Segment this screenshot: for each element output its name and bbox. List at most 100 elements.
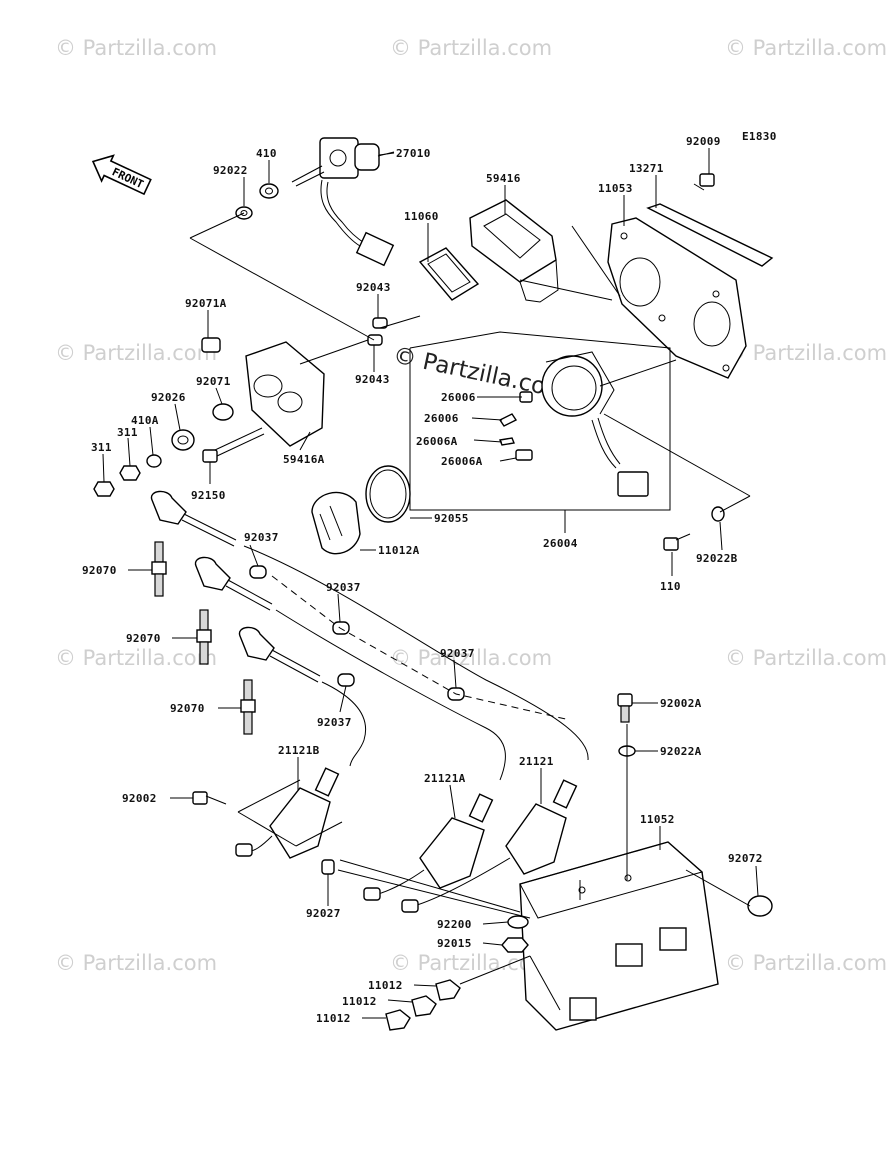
- label-92022: 92022: [213, 164, 248, 177]
- part-92200-washer: [507, 915, 529, 929]
- part-92055-o-ring: [365, 465, 411, 523]
- label-92071A: 92071A: [185, 297, 227, 310]
- part-21121B-ignition-coil: [235, 767, 340, 859]
- part-92015-nut: [501, 937, 529, 953]
- watermark: © Partzilla.com: [55, 36, 217, 60]
- label-92009: 92009: [686, 135, 721, 148]
- label-27010: 27010: [396, 147, 431, 160]
- label-92027: 92027: [306, 907, 341, 920]
- label-92015: 92015: [437, 937, 472, 950]
- part-92027-collar: [321, 859, 335, 875]
- part-27010-relay: [291, 137, 395, 267]
- part-92070-spark-plug: [196, 609, 212, 665]
- part-110-bolt: [663, 533, 691, 551]
- label-92002A: 92002A: [660, 697, 702, 710]
- part-spark-plug-cap-2: [194, 556, 273, 611]
- part-92072-band: [747, 895, 773, 917]
- part-21121-ignition-coil: [401, 779, 578, 913]
- part-92002-bolt: [192, 791, 227, 805]
- part-26004-meter: [541, 351, 649, 497]
- part-92009-bolt: [693, 173, 715, 191]
- label-21121B: 21121B: [278, 744, 320, 757]
- part-92071-grommet: [212, 403, 234, 421]
- label-92070: 92070: [170, 702, 205, 715]
- label-110: 110: [660, 580, 681, 593]
- part-92071A-cap: [201, 337, 221, 353]
- label-92043: 92043: [356, 281, 391, 294]
- part-410A-washer: [146, 454, 162, 468]
- part-11012A-cap: [311, 491, 361, 555]
- part-11060-gasket: [418, 247, 480, 301]
- part-spark-plug-cap-1: [150, 490, 237, 547]
- watermark: © Partzilla.com: [390, 646, 552, 670]
- watermark: © Partzilla.com: [725, 36, 887, 60]
- part-59416-bracket: [469, 199, 559, 303]
- label-92022B: 92022B: [696, 552, 738, 565]
- label-11052: 11052: [640, 813, 675, 826]
- label-11012: 11012: [368, 979, 403, 992]
- watermark: © Partzilla.com: [55, 951, 217, 975]
- part-92070-spark-plug: [151, 541, 167, 597]
- label-92037: 92037: [317, 716, 352, 729]
- label-92037: 92037: [326, 581, 361, 594]
- label-11012: 11012: [316, 1012, 351, 1025]
- label-59416A: 59416A: [283, 453, 325, 466]
- leader-lines: [102, 148, 759, 1019]
- label-410A: 410A: [131, 414, 159, 427]
- label-26006A: 26006A: [441, 455, 483, 468]
- lead-route: [321, 681, 367, 767]
- part-59416A-housing: [245, 341, 325, 447]
- label-11012: 11012: [342, 995, 377, 1008]
- part-spark-plug-cap-3: [238, 626, 321, 683]
- part-410-washer: [259, 183, 279, 199]
- label-311: 311: [91, 441, 112, 454]
- front-arrow-icon: FRONT: [91, 154, 152, 196]
- label-11060: 11060: [404, 210, 439, 223]
- label-26006: 26006: [441, 391, 476, 404]
- diagram-code: E1830: [742, 130, 777, 143]
- watermark: © Partzilla.com: [725, 341, 887, 365]
- label-92071: 92071: [196, 375, 231, 388]
- label-59416: 59416: [486, 172, 521, 185]
- label-21121: 21121: [519, 755, 554, 768]
- watermark: © Partzilla.com: [725, 646, 887, 670]
- label-26006A: 26006A: [416, 435, 458, 448]
- watermark: © Partzilla.com: [55, 341, 217, 365]
- label-92037: 92037: [244, 531, 279, 544]
- label-21121A: 21121A: [424, 772, 466, 785]
- label-92055: 92055: [434, 512, 469, 525]
- label-26006: 26006: [424, 412, 459, 425]
- label-92037: 92037: [440, 647, 475, 660]
- label-92200: 92200: [437, 918, 472, 931]
- part-92026-grommet: [171, 429, 195, 451]
- watermark: © Partzilla.com: [390, 36, 552, 60]
- label-92026: 92026: [151, 391, 186, 404]
- label-410: 410: [256, 147, 277, 160]
- part-labels: 27010 410 92022 59416 11060 92009 13271 …: [82, 135, 763, 1025]
- part-92022B-washer: [711, 506, 725, 522]
- label-92002: 92002: [122, 792, 157, 805]
- watermark: © Partzilla.com: [55, 646, 217, 670]
- label-92043: 92043: [355, 373, 390, 386]
- label-311: 311: [117, 426, 138, 439]
- watermark-layer: © Partzilla.com © Partzilla.com © Partzi…: [55, 36, 887, 975]
- label-26004: 26004: [543, 537, 578, 550]
- part-11052-bracket: [519, 841, 719, 1031]
- label-11012A: 11012A: [378, 544, 420, 557]
- part-11053-bracket: [607, 217, 747, 379]
- lead-route-dashed: [271, 575, 571, 721]
- part-26006-clip: [498, 391, 533, 461]
- part-311-nut: [93, 465, 141, 497]
- part-92070-spark-plug: [240, 679, 256, 735]
- watermark: © Partzilla.com: [725, 951, 887, 975]
- label-92070: 92070: [126, 632, 161, 645]
- part-11012-cap: [385, 979, 461, 1031]
- label-92022A: 92022A: [660, 745, 702, 758]
- part-21121A-ignition-coil: [363, 793, 494, 901]
- lead-route: [275, 609, 506, 781]
- label-92070: 92070: [82, 564, 117, 577]
- part-92043-pin: [367, 317, 388, 346]
- label-92072: 92072: [728, 852, 763, 865]
